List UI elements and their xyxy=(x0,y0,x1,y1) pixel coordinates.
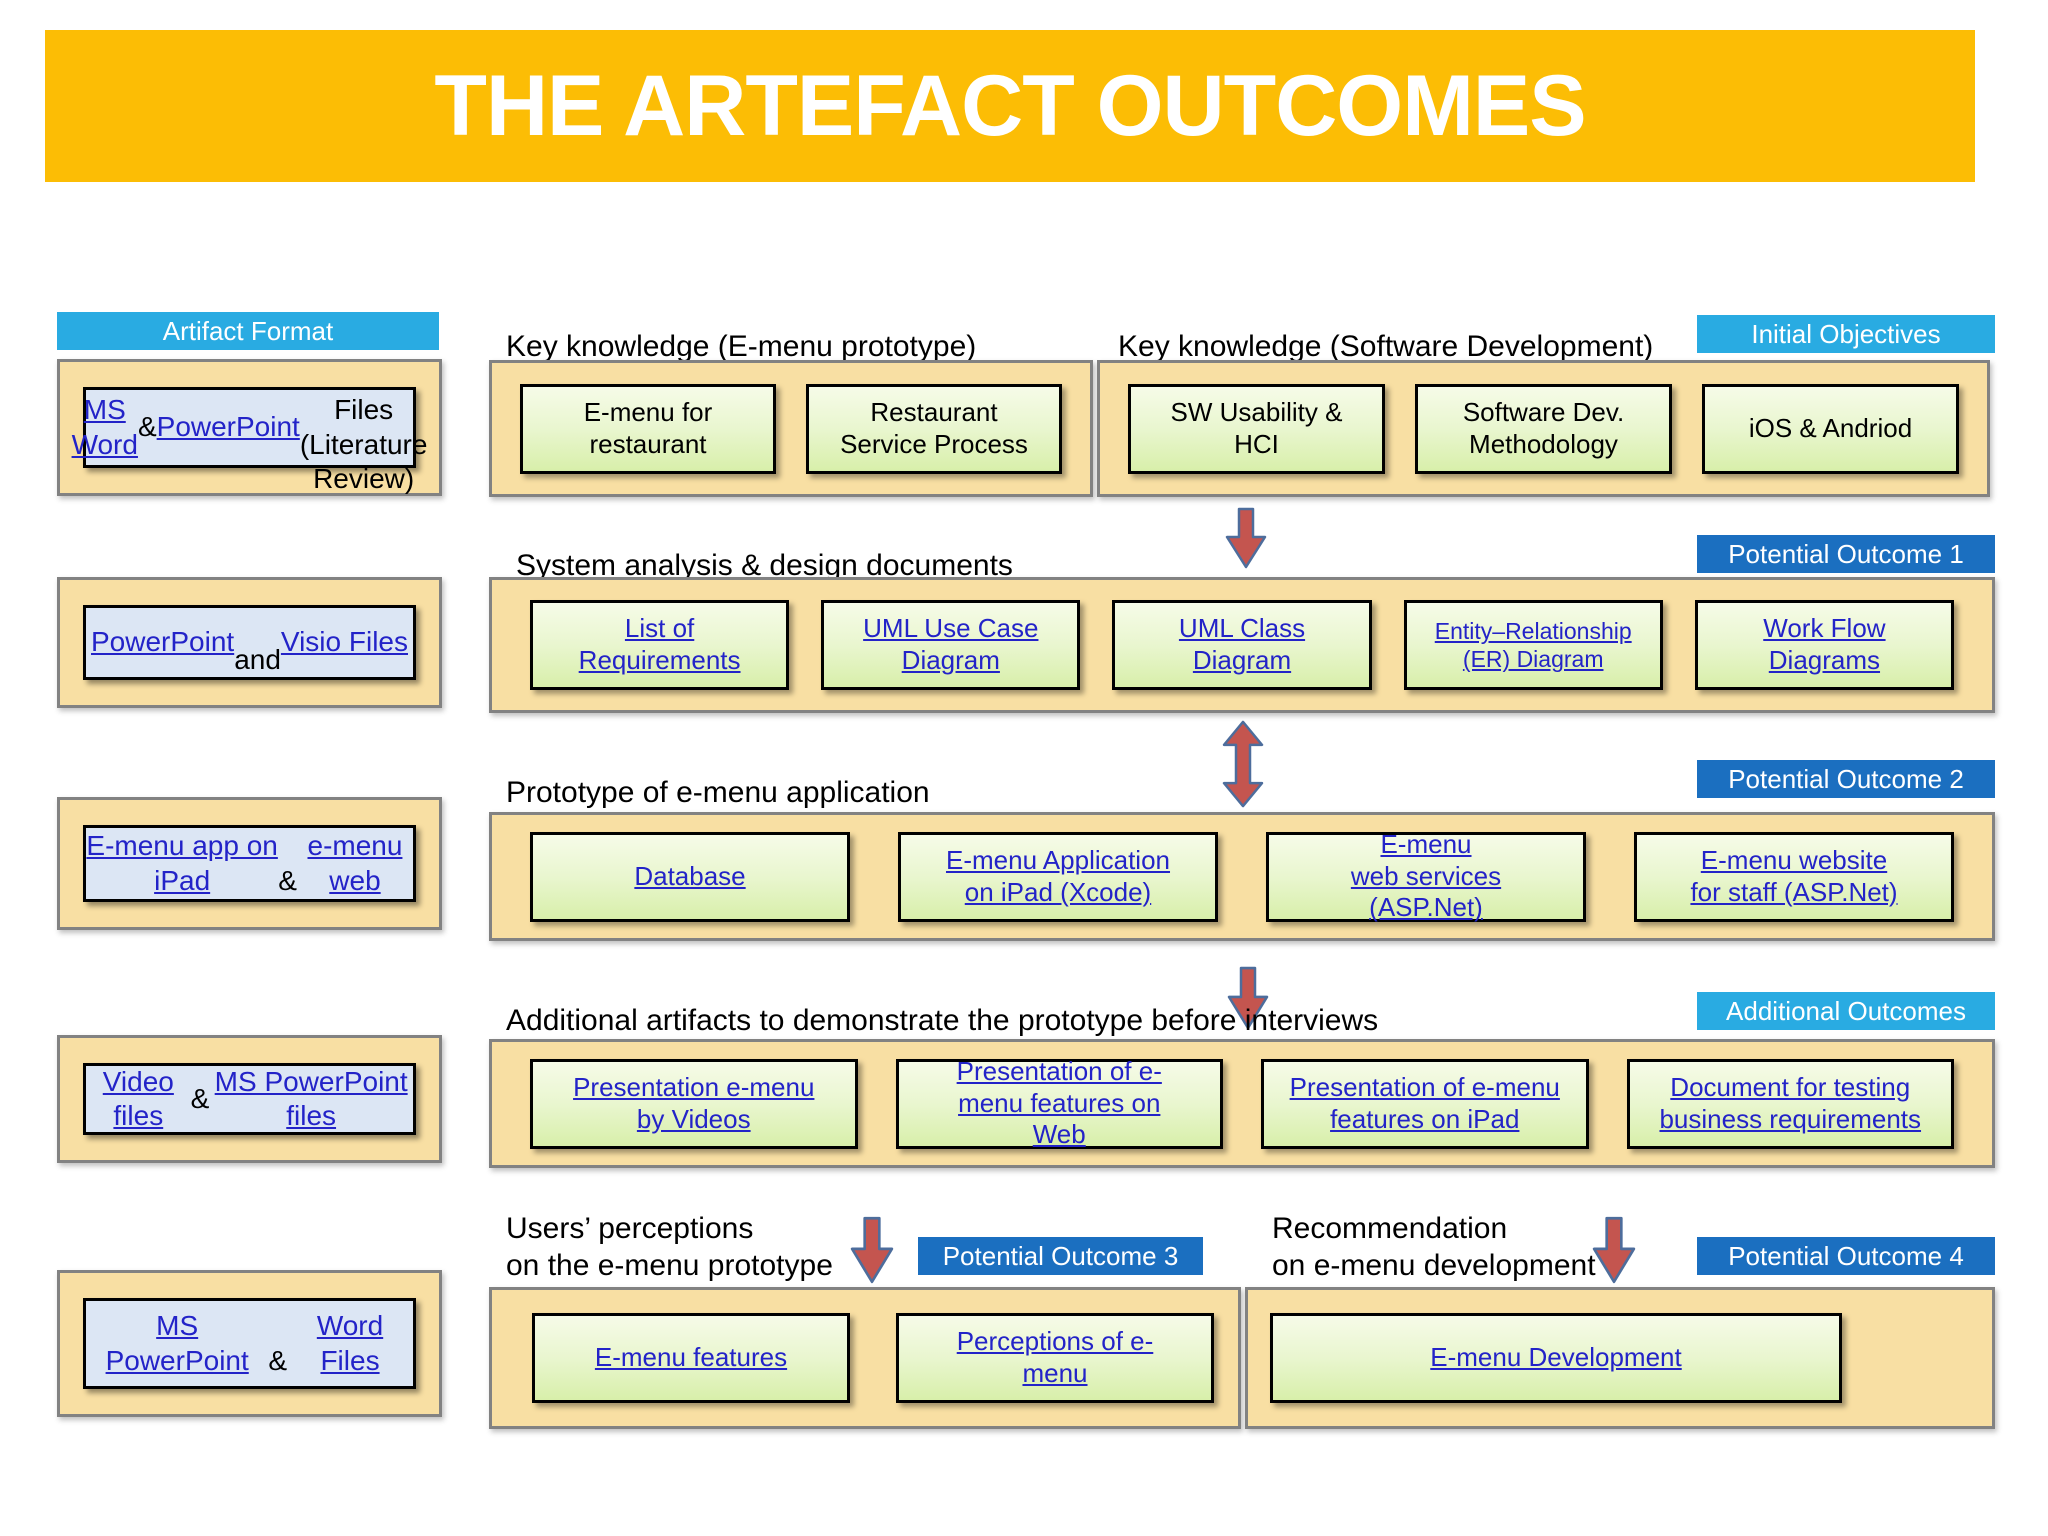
artifact-box: E-menu features xyxy=(532,1313,850,1403)
artifact-box: Document for testing business requiremen… xyxy=(1626,1058,1954,1149)
link[interactable]: Visio Files xyxy=(280,626,408,658)
link[interactable]: List of Requirements xyxy=(578,613,741,675)
link[interactable]: Presentation of e-menu features on iPad xyxy=(1289,1071,1560,1134)
artifact-format-item-label: PowerPoint and Visio Files xyxy=(83,605,416,680)
artifact-box: Entity–Relationship (ER) Diagram xyxy=(1403,600,1663,690)
row2-header: System analysis & design documents xyxy=(516,549,1013,582)
potential-outcome-4-badge: Potential Outcome 4 xyxy=(1697,1237,1995,1275)
link[interactable]: PowerPoint xyxy=(91,626,235,658)
row3-container: Database E-menu Application on iPad (Xco… xyxy=(489,812,1995,941)
artifact-format-item: MS PowerPoint & Word Files xyxy=(57,1270,442,1417)
knowledge-box: Restaurant Service Process xyxy=(806,383,1062,474)
link[interactable]: Perceptions of e- menu xyxy=(956,1326,1154,1388)
artifact-box: UML Class Diagram xyxy=(1112,600,1372,690)
text-segment: SW Usability & HCI xyxy=(1170,396,1343,459)
down-arrow-icon xyxy=(850,1216,894,1284)
artifact-format-item: Video files & MS PowerPoint files xyxy=(57,1035,442,1163)
text-segment: & xyxy=(278,864,297,896)
row5-right-container: E-menu Development xyxy=(1245,1287,1995,1429)
link[interactable]: MS Word xyxy=(71,394,138,460)
artifact-format-item-label: Video files & MS PowerPoint files xyxy=(83,1063,416,1135)
title-banner: THE ARTEFACT OUTCOMES xyxy=(45,30,1975,182)
row2-container: List of Requirements UML Use Case Diagra… xyxy=(489,577,1995,713)
artifact-box: E-menu Application on iPad (Xcode) xyxy=(898,831,1218,922)
row5-left-container: E-menu features Perceptions of e- menu xyxy=(489,1287,1241,1429)
artifact-box: Presentation of e- menu features on Web xyxy=(895,1055,1223,1150)
page-title: THE ARTEFACT OUTCOMES xyxy=(434,57,1586,154)
double-arrow-icon xyxy=(1222,720,1264,808)
knowledge-box: iOS & Andriod xyxy=(1702,383,1959,474)
text-segment: & xyxy=(190,1082,210,1114)
row4-container: Presentation e-menu by Videos Presentati… xyxy=(489,1039,1995,1168)
knowledge-box: E-menu for restaurant xyxy=(520,383,776,474)
artifact-box: Presentation e-menu by Videos xyxy=(530,1058,858,1149)
link[interactable]: Entity–Relationship (ER) Diagram xyxy=(1434,617,1632,672)
row1-left-container: E-menu for restaurant Restaurant Service… xyxy=(489,360,1093,497)
artifact-box: E-menu Development xyxy=(1270,1313,1842,1403)
text-segment: iOS & Andriod xyxy=(1748,412,1913,443)
link[interactable]: UML Class Diagram xyxy=(1178,613,1306,675)
down-arrow-icon xyxy=(1592,1216,1636,1284)
link[interactable]: E-menu app on iPad xyxy=(86,830,278,896)
artifact-box: Database xyxy=(530,831,850,922)
link[interactable]: E-menu web services (ASP.Net) xyxy=(1350,828,1502,923)
additional-outcomes-badge: Additional Outcomes xyxy=(1697,992,1995,1030)
artifact-box: E-menu website for staff (ASP.Net) xyxy=(1634,831,1954,922)
text-segment: E-menu for restaurant xyxy=(583,396,713,459)
artifact-format-item-label: E-menu app on iPad & e-menu web xyxy=(83,825,416,902)
link[interactable]: Word Files xyxy=(316,1310,384,1376)
artifact-format-item-label: MS Word & PowerPoint Files (Literature R… xyxy=(72,387,427,494)
link[interactable]: MS PowerPoint files xyxy=(214,1065,408,1131)
down-arrow-icon xyxy=(1225,507,1267,569)
artifact-box: Work Flow Diagrams xyxy=(1694,600,1955,690)
row1-left-header: Key knowledge (E-menu prototype) xyxy=(506,330,977,363)
link[interactable]: E-menu Development xyxy=(1430,1342,1682,1373)
text-segment: and xyxy=(234,643,281,675)
row4-header: Additional artifacts to demonstrate the … xyxy=(506,1004,1379,1037)
link[interactable]: Work Flow Diagrams xyxy=(1763,613,1886,675)
artifact-format-item: PowerPoint and Visio Files xyxy=(57,577,442,708)
link[interactable]: E-menu website for staff (ASP.Net) xyxy=(1690,844,1898,907)
link[interactable]: UML Use Case Diagram xyxy=(863,613,1039,675)
artifact-box: Perceptions of e- menu xyxy=(896,1313,1214,1403)
row5-right-header: Recommendation on e-menu development xyxy=(1272,1212,1596,1282)
down-arrow-icon xyxy=(1227,966,1269,1030)
artifact-box: List of Requirements xyxy=(530,600,790,690)
artifact-format-item-label: MS PowerPoint & Word Files xyxy=(83,1298,416,1389)
artifact-format-item: E-menu app on iPad & e-menu web xyxy=(57,797,442,930)
text-segment: Software Dev. Methodology xyxy=(1462,396,1625,459)
text-segment: & xyxy=(137,411,157,443)
artifact-format-header: Artifact Format xyxy=(57,312,439,350)
artifact-box: Presentation of e-menu features on iPad xyxy=(1261,1058,1589,1149)
link[interactable]: MS PowerPoint xyxy=(105,1310,249,1376)
text-segment: Files (Literature Review) xyxy=(299,394,428,494)
text-segment: & xyxy=(268,1344,288,1376)
link[interactable]: PowerPoint xyxy=(156,411,300,443)
text-segment: Restaurant Service Process xyxy=(840,396,1028,459)
row1-right-container: SW Usability & HCI Software Dev. Methodo… xyxy=(1097,360,1990,497)
artifact-box: UML Use Case Diagram xyxy=(821,600,1081,690)
artifact-format-item: MS Word & PowerPoint Files (Literature R… xyxy=(57,359,442,496)
potential-outcome-3-badge: Potential Outcome 3 xyxy=(918,1237,1203,1275)
initial-objectives-badge: Initial Objectives xyxy=(1697,315,1995,353)
artifact-box: E-menu web services (ASP.Net) xyxy=(1266,828,1586,923)
link[interactable]: e-menu web xyxy=(307,830,403,896)
potential-outcome-1-badge: Potential Outcome 1 xyxy=(1697,535,1995,573)
link[interactable]: Document for testing business requiremen… xyxy=(1659,1071,1922,1134)
link[interactable]: E-menu features xyxy=(594,1342,788,1373)
knowledge-box: Software Dev. Methodology xyxy=(1415,383,1672,474)
knowledge-box: SW Usability & HCI xyxy=(1128,383,1385,474)
link[interactable]: Presentation of e- menu features on Web xyxy=(956,1055,1162,1150)
link[interactable]: E-menu Application on iPad (Xcode) xyxy=(945,844,1171,907)
potential-outcome-2-badge: Potential Outcome 2 xyxy=(1697,760,1995,798)
row5-left-header: Users’ perceptions on the e-menu prototy… xyxy=(506,1212,833,1282)
row1-right-header: Key knowledge (Software Development) xyxy=(1118,330,1654,363)
link[interactable]: Database xyxy=(634,860,746,891)
row3-header: Prototype of e-menu application xyxy=(506,776,930,809)
link[interactable]: Video files xyxy=(102,1065,174,1131)
link[interactable]: Presentation e-menu by Videos xyxy=(573,1071,815,1134)
